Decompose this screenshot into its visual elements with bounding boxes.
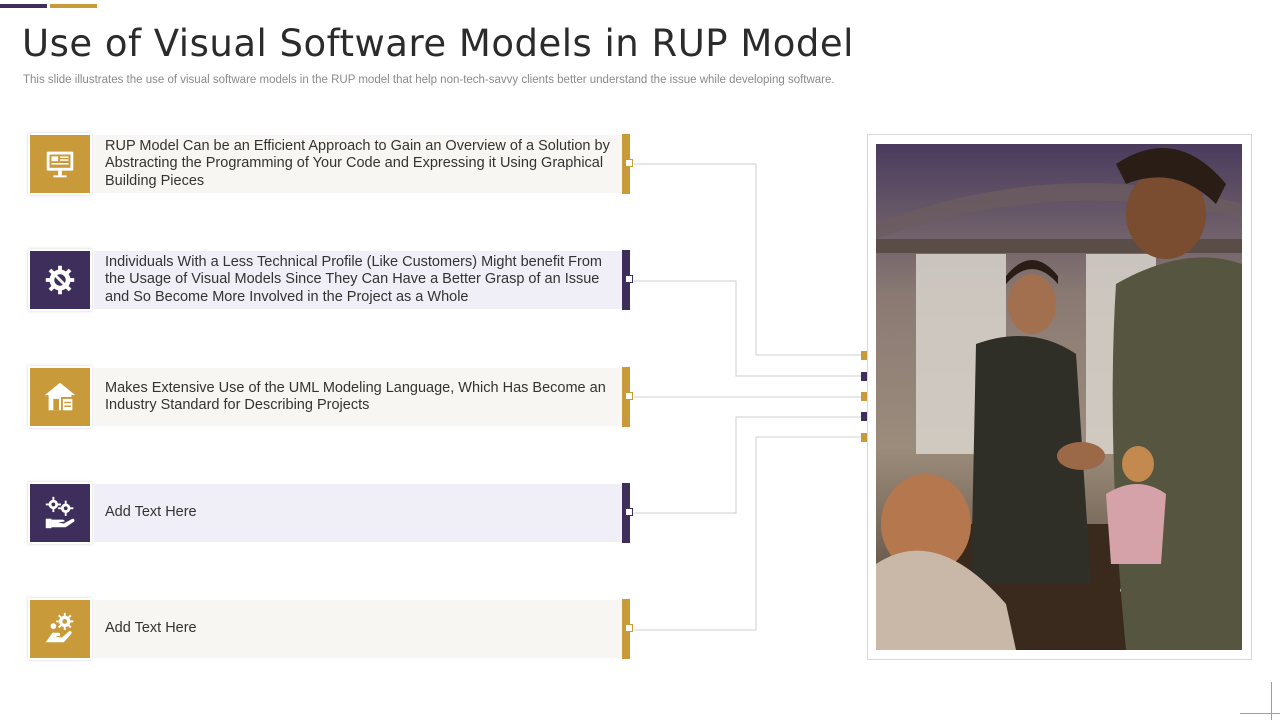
connector-line-4	[634, 416, 861, 514]
accent-bar-gold	[50, 4, 97, 8]
corner-accent-vertical	[1271, 682, 1272, 720]
connector-line-2	[634, 280, 861, 377]
connector-node	[625, 275, 633, 283]
icon-box	[28, 482, 92, 544]
list-item-4: Add Text Here	[28, 482, 634, 544]
connector-square-4	[861, 412, 871, 421]
icon-box	[28, 366, 92, 428]
connector-line-1	[634, 163, 861, 356]
item-text: RUP Model Can be an Efficient Approach t…	[94, 135, 622, 193]
list-item-2: Individuals With a Less Technical Profil…	[28, 249, 634, 311]
connector-node	[625, 508, 633, 516]
page-subtitle: This slide illustrates the use of visual…	[23, 74, 835, 86]
list-item-1: RUP Model Can be an Efficient Approach t…	[28, 133, 634, 195]
house-document-icon	[44, 382, 76, 413]
connector-node	[625, 624, 633, 632]
icon-box	[28, 133, 92, 195]
icon-box	[28, 598, 92, 660]
connector-node	[625, 159, 633, 167]
connector-square-3	[861, 392, 871, 401]
connector-line-5	[634, 436, 861, 631]
item-text: Add Text Here	[94, 484, 622, 542]
item-text: Makes Extensive Use of the UML Modeling …	[94, 368, 622, 426]
icon-box	[28, 249, 92, 311]
item-text: Add Text Here	[94, 600, 622, 658]
list-item-3: Makes Extensive Use of the UML Modeling …	[28, 366, 634, 428]
business-handshake-photo	[876, 144, 1242, 650]
gears-hand-icon	[45, 496, 75, 529]
corner-accent-horizontal	[1240, 713, 1280, 714]
connector-node	[625, 392, 633, 400]
page-title: Use of Visual Software Models in RUP Mod…	[22, 22, 854, 65]
monitor-presentation-icon	[46, 151, 74, 178]
connector-square-5	[861, 433, 871, 442]
connector-square-2	[861, 372, 871, 381]
accent-bar-purple	[0, 4, 47, 8]
item-text: Individuals With a Less Technical Profil…	[94, 251, 622, 309]
connector-square-1	[861, 351, 871, 360]
gear-wrench-icon	[45, 265, 75, 295]
list-item-5: Add Text Here	[28, 598, 634, 660]
gear-hand-icon	[45, 612, 74, 643]
